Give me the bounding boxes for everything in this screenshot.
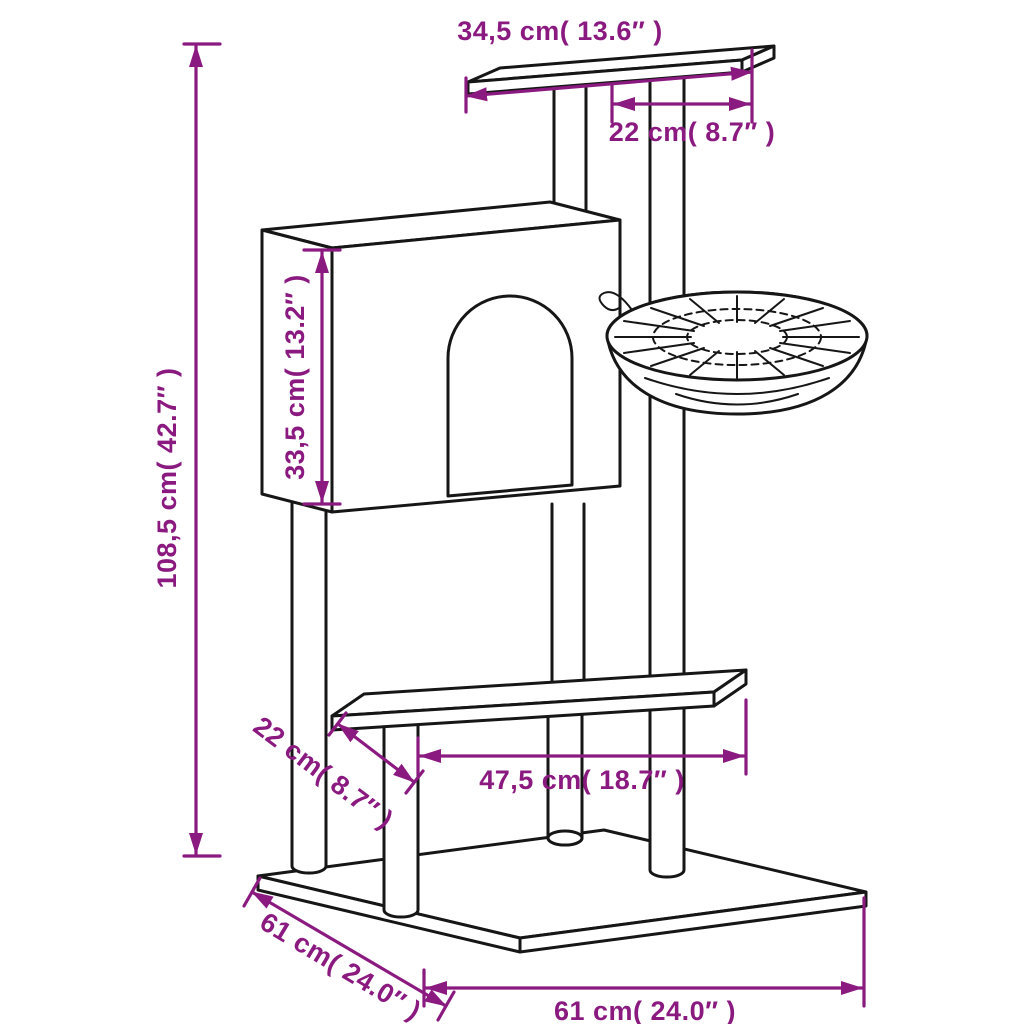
dim-label-mid-width: 47,5 cm( 18.7″ ) bbox=[479, 765, 685, 795]
dim-label-base-width: 61 cm( 24.0″ ) bbox=[554, 996, 736, 1024]
dim-label-total-height: 108,5 cm( 42.7″ ) bbox=[152, 367, 182, 588]
post-center-foot bbox=[546, 829, 584, 847]
dimension-middle-platform-width: 47,5 cm( 18.7″ ) bbox=[416, 698, 748, 795]
dim-label-house-height: 33,5 cm( 13.2″ ) bbox=[280, 274, 310, 480]
dim-line-top-width bbox=[464, 66, 754, 102]
dimension-house-height: 33,5 cm( 13.2″ ) bbox=[280, 248, 342, 506]
house-door bbox=[446, 294, 574, 498]
hanging-basket bbox=[598, 290, 869, 416]
top-platform bbox=[466, 44, 776, 96]
basket-fur-texture bbox=[614, 295, 860, 406]
dim-line-base-depth bbox=[250, 890, 448, 1008]
dimension-top-platform-depth: 22 cm( 8.7″ ) bbox=[609, 82, 776, 147]
dim-line-mid-depth bbox=[336, 722, 416, 784]
cat-house bbox=[260, 200, 622, 514]
basket-hook bbox=[598, 291, 633, 312]
middle-platform bbox=[330, 668, 748, 732]
dimension-top-platform-width: 34,5 cm( 13.6″ ) bbox=[457, 16, 754, 124]
base-platform bbox=[256, 828, 868, 954]
dimension-total-height: 108,5 cm( 42.7″ ) bbox=[152, 42, 222, 858]
dimension-base-width: 61 cm( 24.0″ ) bbox=[422, 896, 866, 1024]
dim-label-top-width: 34,5 cm( 13.6″ ) bbox=[457, 16, 663, 46]
post-back-left bbox=[290, 496, 328, 875]
dim-label-top-depth: 22 cm( 8.7″ ) bbox=[609, 117, 776, 147]
